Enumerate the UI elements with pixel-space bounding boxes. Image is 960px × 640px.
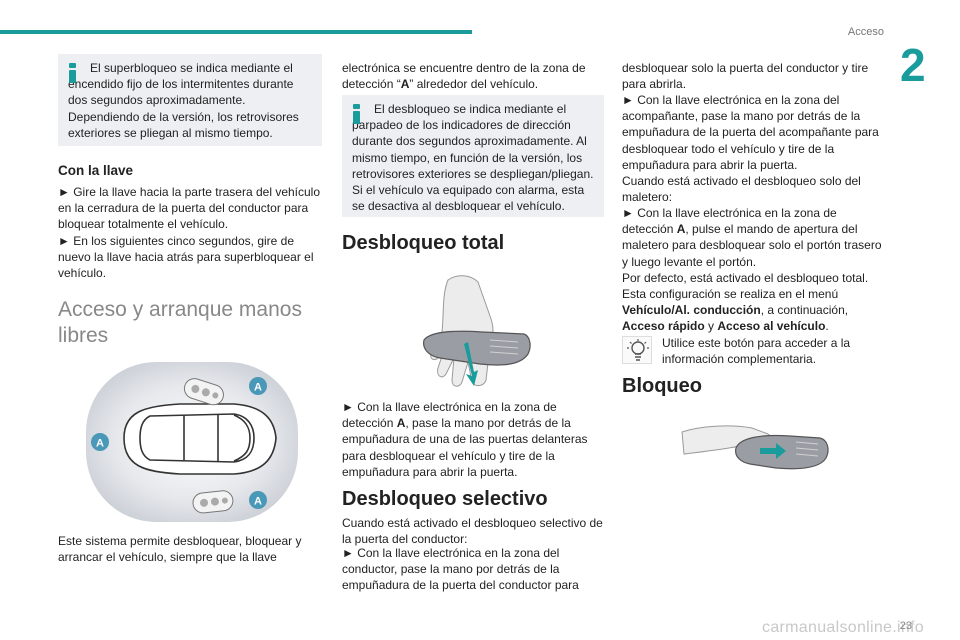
section-title: Acceso (847, 26, 884, 38)
key-fob-bottom (192, 490, 234, 514)
zone-label: A (96, 438, 104, 450)
arrow-right-icon (760, 443, 786, 459)
chapter-number: 2 (900, 39, 926, 91)
info-box-unlock-indication: El desbloqueo se indica mediante el parp… (342, 95, 604, 217)
heading-total-unlock: Desbloqueo total (342, 232, 505, 254)
hand-behind-door-handle-illustration (423, 275, 531, 387)
paragraph: desbloquear solo la puerta del conductor… (622, 61, 869, 92)
info-box-superlock: El superbloqueo se indica mediante el en… (58, 54, 322, 146)
key-fob-top (183, 378, 224, 406)
zone-badge-bottom-right: A (249, 491, 267, 509)
paragraph: ► En los siguientes cinco segundos, gire… (58, 234, 314, 281)
zone-label: A (254, 496, 262, 508)
paragraph: Cuando está activado el desbloqueo solo … (622, 174, 861, 205)
zone-label: A (254, 382, 262, 394)
heading-lock: Bloqueo (622, 375, 702, 397)
paragraph: Esta configuración se realiza en el menú (622, 287, 839, 301)
paragraph: ► Gire la llave hacia la parte trasera d… (58, 185, 321, 232)
zone-badge-top-right: A (249, 377, 267, 395)
menu-path: Vehículo/Al. conducción, a continuación,… (622, 303, 849, 334)
finger-on-door-handle-sensor-illustration (681, 425, 829, 470)
heading-selective-unlock: Desbloqueo selectivo (342, 488, 548, 510)
tip-text: Utilice este botón para acceder a la inf… (662, 336, 851, 367)
paragraph: electrónica se encuentre dentro de la zo… (342, 61, 586, 92)
paragraph: ► Con la llave electrónica en la zona de… (342, 546, 579, 593)
section-heading-hands-free: Acceso y arranque manos libres (58, 298, 302, 347)
arrow-down-icon (464, 342, 478, 386)
paragraph: Este sistema permite desbloquear, bloque… (58, 534, 302, 565)
paragraph: ► Con la llave electrónica en la zona de… (342, 400, 588, 479)
info-icon (69, 63, 76, 83)
header-accent-bar (0, 30, 472, 34)
zone-badge-left: A (91, 433, 109, 451)
heading-with-key: Con la llave (58, 163, 134, 178)
paragraph: ► Con la llave electrónica en la zona de… (622, 206, 882, 269)
page-number: 23 (899, 619, 912, 632)
car-detection-zone-illustration: A A A (86, 362, 298, 522)
info-icon (353, 104, 360, 124)
car-top-view (123, 403, 277, 475)
paragraph: Cuando está activado el desbloqueo selec… (342, 516, 603, 547)
info-text: El desbloqueo se indica mediante el parp… (352, 102, 594, 214)
paragraph: ► Con la llave electrónica en la zona de… (622, 93, 879, 172)
info-button-icon (622, 336, 652, 364)
watermark: carmanualsonline.info (762, 618, 924, 636)
paragraph: Por defecto, está activado el desbloqueo… (622, 271, 869, 285)
info-text: El superbloqueo se indica mediante el en… (68, 61, 299, 140)
